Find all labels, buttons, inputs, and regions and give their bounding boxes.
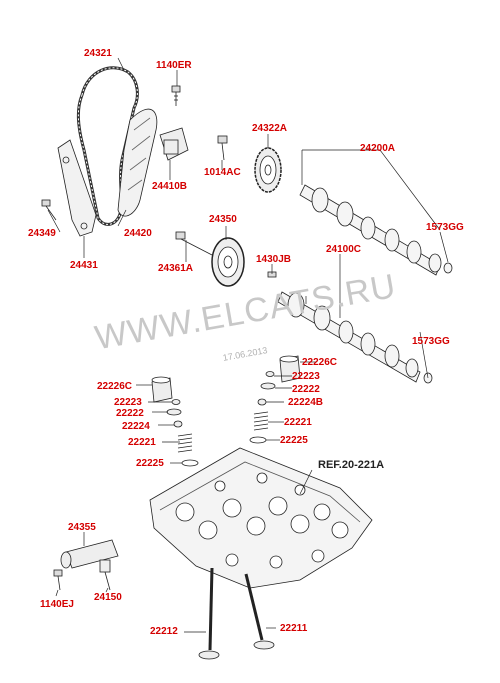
label-22221-left: 22221 bbox=[128, 437, 156, 448]
label-24350: 24350 bbox=[209, 214, 237, 225]
label-24431: 24431 bbox=[70, 260, 98, 271]
label-24361A: 24361A bbox=[158, 263, 194, 274]
bolt-1140er bbox=[171, 85, 181, 106]
chain-tensioner bbox=[159, 127, 189, 161]
leader-lines bbox=[47, 57, 449, 633]
cam-sprocket bbox=[254, 147, 282, 193]
valve-parts-right bbox=[249, 355, 301, 444]
label-24150: 24150 bbox=[94, 592, 122, 603]
label-1430JB: 1430JB bbox=[256, 254, 292, 265]
chain-guide bbox=[117, 108, 158, 217]
reference-label: REF.20-221A bbox=[318, 459, 385, 471]
label-22211: 22211 bbox=[280, 623, 308, 634]
label-22223-right: 22223 bbox=[292, 371, 320, 382]
label-22222-right: 22222 bbox=[292, 384, 320, 395]
label-22225-left: 22225 bbox=[136, 458, 164, 469]
camshaft-exhaust bbox=[299, 184, 453, 276]
cylinder-head bbox=[149, 447, 373, 589]
label-22226C-right: 22226C bbox=[302, 357, 338, 368]
label-24321: 24321 bbox=[84, 48, 112, 59]
label-1140ER: 1140ER bbox=[156, 60, 192, 71]
label-1140EJ: 1140EJ bbox=[40, 599, 74, 610]
label-22224B: 22224B bbox=[288, 397, 324, 408]
cvvt-assembly bbox=[211, 237, 245, 287]
bolt-24349 bbox=[41, 199, 57, 221]
label-1573GG-lower: 1573GG bbox=[412, 336, 450, 347]
oil-control-valve bbox=[53, 539, 119, 591]
label-24322A: 24322A bbox=[252, 123, 288, 134]
bolt-24361a bbox=[175, 231, 213, 256]
valves bbox=[198, 567, 275, 660]
label-1014AC: 1014AC bbox=[204, 167, 241, 178]
label-22223-left: 22223 bbox=[114, 397, 142, 408]
label-24349: 24349 bbox=[28, 228, 56, 239]
label-22224: 22224 bbox=[122, 421, 150, 432]
label-24355: 24355 bbox=[68, 522, 96, 533]
label-22222-left: 22222 bbox=[116, 408, 144, 419]
label-24410B: 24410B bbox=[152, 181, 188, 192]
valve-parts-left bbox=[151, 376, 199, 467]
label-1573GG-upper: 1573GG bbox=[426, 222, 464, 233]
label-22226C-left: 22226C bbox=[97, 381, 133, 392]
label-22225-right: 22225 bbox=[280, 435, 308, 446]
label-24100C: 24100C bbox=[326, 244, 362, 255]
bolt-1014ac bbox=[217, 135, 228, 161]
tensioner-arm bbox=[57, 139, 97, 237]
camshaft-intake bbox=[277, 291, 433, 384]
label-24200A: 24200A bbox=[360, 143, 396, 154]
label-24420: 24420 bbox=[124, 228, 152, 239]
label-22212: 22212 bbox=[150, 626, 178, 637]
label-22221-right: 22221 bbox=[284, 417, 312, 428]
